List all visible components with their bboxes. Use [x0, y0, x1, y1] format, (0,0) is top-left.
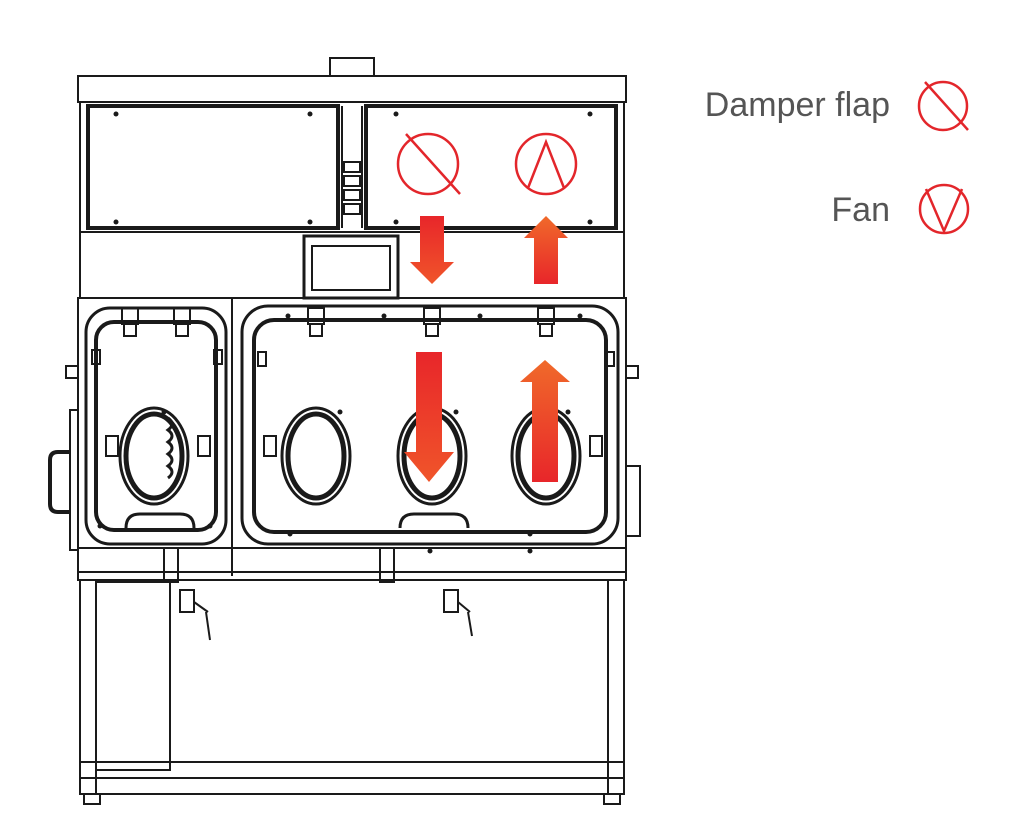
legend-fan-label: Fan	[831, 191, 890, 229]
damper-flap-symbol-housing	[396, 132, 461, 196]
drain-valve-right	[443, 589, 473, 637]
upper-left-panel	[86, 104, 340, 230]
main-window-frame	[240, 304, 620, 546]
upper-right-panel	[364, 104, 618, 230]
legend: Damper flap Fan	[705, 80, 970, 235]
main-door-handle	[398, 512, 470, 529]
fan-symbol-housing	[514, 132, 578, 196]
legend-damper-flap-label: Damper flap	[705, 86, 890, 124]
upper-left-down-arrow	[410, 216, 454, 284]
top-cap	[77, 75, 627, 103]
stand-cabinet	[95, 581, 171, 771]
left-door-handle	[124, 512, 196, 529]
glove-port-1	[280, 406, 352, 506]
fan-icon	[918, 183, 970, 235]
chamber-down-arrow	[404, 352, 454, 482]
exhaust-stub	[329, 57, 375, 77]
side-handle	[48, 450, 70, 514]
upper-right-up-arrow	[524, 216, 568, 284]
left-window-frame	[84, 306, 228, 546]
glove-port-left	[118, 406, 190, 506]
drain-valve-left	[179, 589, 211, 641]
stand-frame	[79, 579, 625, 795]
chamber-up-arrow	[520, 360, 570, 482]
damper-flap-icon	[917, 80, 969, 132]
